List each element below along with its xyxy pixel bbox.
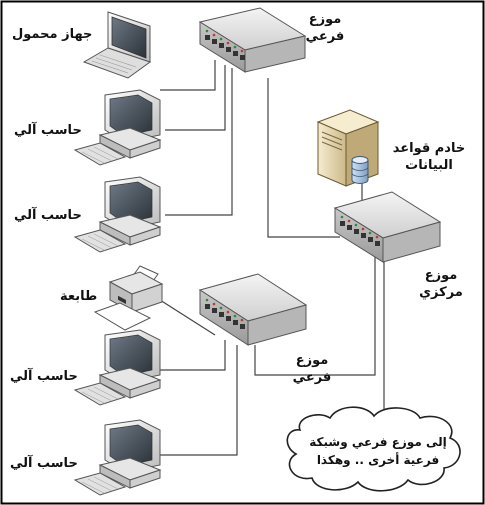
cable-laptop <box>160 60 216 91</box>
cables <box>159 60 385 456</box>
cable-top-to-central <box>267 78 340 238</box>
laptop-icon <box>82 11 152 79</box>
server-label-line2: البيانات <box>405 158 453 173</box>
printer-icon <box>93 265 164 331</box>
cloud-text-line2: فرعية أخرى .. وهكذا <box>316 453 440 467</box>
switch-bottom-icon <box>198 273 308 346</box>
computer-icon-3 <box>73 329 162 406</box>
switch-central-label-line1: موزع <box>424 268 458 283</box>
cloud-text-line1: إلى موزع فرعي وشبكة <box>309 435 447 449</box>
cable-central-to-bottom <box>254 245 376 376</box>
switch-top-icon <box>198 7 307 73</box>
switch-top-label-line2: فرعي <box>305 29 345 44</box>
switch-central-icon <box>333 191 442 263</box>
cable-computer-1 <box>165 65 226 131</box>
computer-1-label: حاسب آلي <box>14 123 82 138</box>
laptop-label: جهاز محمول <box>12 27 93 42</box>
computer-icon-2 <box>73 176 162 253</box>
computer-2-label: حاسب آلي <box>14 208 82 223</box>
printer-label: طابعة <box>60 289 98 304</box>
computer-icon-1 <box>73 89 162 166</box>
cloud-callout-icon <box>286 406 461 492</box>
database-server-icon <box>316 109 380 187</box>
computer-4-label: حاسب آلي <box>10 456 78 471</box>
server-label-line1: خادم قواعد <box>392 141 466 156</box>
cable-printer <box>159 299 216 336</box>
switch-bottom-label-line2: فرعي <box>292 370 332 385</box>
cable-computer-2 <box>165 68 233 216</box>
switch-bottom-label-line1: موزع <box>295 353 329 368</box>
switch-central-label-line2: مركزي <box>419 285 463 300</box>
computer-3-label: حاسب آلي <box>10 369 78 384</box>
computer-icon-4 <box>73 419 162 496</box>
switch-top-label-line1: موزع <box>308 12 342 27</box>
cable-computer-4 <box>160 345 238 456</box>
cable-computer-3 <box>160 340 226 371</box>
